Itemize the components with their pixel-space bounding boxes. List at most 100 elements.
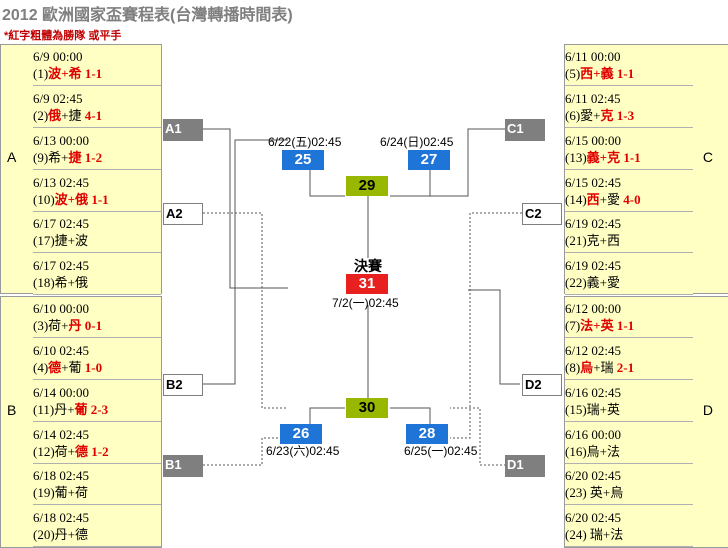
match-teams: (3)荷+丹 0-1 bbox=[33, 317, 161, 334]
match-time: 6/17 02:45 bbox=[33, 258, 89, 273]
match-time: 6/19 02:45 bbox=[565, 258, 621, 273]
match-score: 1-1 bbox=[616, 66, 635, 81]
match-teams: (15)瑞+英 bbox=[565, 401, 693, 418]
match-teams-w: 捷 bbox=[68, 150, 82, 165]
match-time: 6/20 02:45 bbox=[565, 468, 621, 483]
match-score: 1-3 bbox=[616, 108, 635, 123]
match-number: (1) bbox=[33, 66, 49, 81]
match-teams-w: 克 bbox=[600, 108, 614, 123]
match-cell: 6/17 02:45(18)希+俄 bbox=[33, 255, 161, 295]
match-plain: 葡+荷 bbox=[54, 485, 89, 500]
match-cell: 6/16 00:00(16)烏+法 bbox=[565, 424, 693, 464]
qf27-time: 6/24(日)02:45 bbox=[380, 135, 454, 149]
match-teams: (20)丹+德 bbox=[33, 526, 161, 543]
match-score: 1-2 bbox=[91, 444, 109, 459]
match-score: 2-1 bbox=[616, 360, 635, 375]
group-d-label: D bbox=[702, 402, 713, 418]
match-number: (17) bbox=[33, 233, 55, 248]
group-a-label: A bbox=[7, 149, 17, 166]
slot-a1: A1 bbox=[163, 119, 203, 141]
match-number: (5) bbox=[565, 66, 581, 81]
qf26-number: 26 bbox=[280, 424, 322, 444]
slot-c1: C1 bbox=[505, 119, 545, 141]
match-number: (23) bbox=[565, 485, 590, 500]
match-number: (20) bbox=[33, 527, 55, 542]
qf25-time: 6/22(五)02:45 bbox=[268, 135, 342, 149]
match-teams: (6)愛+克 1-3 bbox=[565, 107, 693, 124]
match-cell: 6/10 00:00(3)荷+丹 0-1 bbox=[33, 298, 161, 338]
qf28-number: 28 bbox=[406, 424, 448, 444]
match-number: (7) bbox=[565, 318, 581, 333]
match-teams: (2)俄+捷 4-1 bbox=[33, 107, 161, 124]
match-teams-r: 愛+ bbox=[580, 108, 601, 123]
match-plain: 義+愛 bbox=[586, 275, 621, 290]
match-teams: (5)西+義 1-1 bbox=[565, 65, 693, 82]
match-score: 1-1 bbox=[84, 66, 103, 81]
match-teams: 波+希 bbox=[48, 66, 82, 81]
qf25-number: 25 bbox=[282, 150, 324, 170]
match-plain: 克+西 bbox=[586, 233, 621, 248]
match-time: 6/15 02:45 bbox=[565, 175, 621, 190]
match-number: (14) bbox=[565, 192, 587, 207]
match-score: 1-1 bbox=[91, 192, 109, 207]
qf27-number: 27 bbox=[408, 150, 450, 170]
match-number: (4) bbox=[33, 360, 49, 375]
match-cell: 6/18 02:45(20)丹+德 bbox=[33, 507, 161, 547]
match-number: (11) bbox=[33, 402, 55, 417]
match-time: 6/9 00:00 bbox=[33, 49, 83, 64]
match-number: (19) bbox=[33, 485, 55, 500]
match-cell: 6/15 00:00(13)義+克 1-1 bbox=[565, 130, 693, 170]
match-teams: 波+俄 bbox=[54, 192, 89, 207]
match-time: 6/12 02:45 bbox=[565, 343, 621, 358]
match-teams: (11)丹+葡 2-3 bbox=[33, 401, 161, 418]
match-score: 1-1 bbox=[623, 150, 641, 165]
final-label: 決賽 bbox=[354, 258, 382, 274]
qf26-time: 6/23(六)02:45 bbox=[266, 444, 340, 458]
match-teams: (8)烏+瑞 2-1 bbox=[565, 359, 693, 376]
match-time: 6/16 00:00 bbox=[565, 427, 621, 442]
slot-b1: B1 bbox=[163, 455, 203, 477]
match-score: 0-1 bbox=[84, 318, 103, 333]
match-time: 6/12 00:00 bbox=[565, 301, 621, 316]
match-teams-r: 丹+ bbox=[54, 402, 75, 417]
match-teams: (7)法+英 1-1 bbox=[565, 317, 693, 334]
match-teams: (22)義+愛 bbox=[565, 274, 693, 291]
match-teams-r: 荷+ bbox=[48, 318, 69, 333]
match-teams-w: 德 bbox=[75, 444, 89, 459]
match-cell: 6/11 00:00(5)西+義 1-1 bbox=[565, 46, 693, 86]
match-plain: 捷+波 bbox=[54, 233, 89, 248]
match-score: 4-0 bbox=[623, 192, 641, 207]
match-teams: (18)希+俄 bbox=[33, 274, 161, 291]
sf29-number: 29 bbox=[346, 176, 388, 196]
final-time: 7/2(一)02:45 bbox=[332, 296, 399, 310]
group-b-panel: B bbox=[0, 296, 162, 548]
match-teams: (1)波+希 1-1 bbox=[33, 65, 161, 82]
match-time: 6/14 00:00 bbox=[33, 385, 89, 400]
match-plain: 瑞+法 bbox=[589, 527, 624, 542]
match-teams: (9)希+捷 1-2 bbox=[33, 149, 161, 166]
match-plain: 英+烏 bbox=[589, 485, 624, 500]
match-score: 1-0 bbox=[84, 360, 103, 375]
match-score: 2-3 bbox=[90, 402, 109, 417]
match-teams-w: 西 bbox=[586, 192, 600, 207]
match-plain: 瑞+英 bbox=[586, 402, 621, 417]
match-cell: 6/19 02:45(22)義+愛 bbox=[565, 255, 693, 295]
match-cell: 6/14 02:45(12)荷+德 1-2 bbox=[33, 424, 161, 464]
match-cell: 6/13 02:45(10)波+俄 1-1 bbox=[33, 172, 161, 212]
match-cell: 6/17 02:45 (17)捷+波 bbox=[33, 213, 161, 253]
final-number: 31 bbox=[346, 274, 388, 294]
match-number: (6) bbox=[565, 108, 581, 123]
match-teams-w: 葡 bbox=[74, 402, 88, 417]
match-number: (15) bbox=[565, 402, 587, 417]
match-cell: 6/20 02:45(24) 瑞+法 bbox=[565, 507, 693, 547]
group-c-label: C bbox=[702, 149, 713, 166]
match-plain: 希+俄 bbox=[54, 275, 89, 290]
match-time: 6/18 02:45 bbox=[33, 510, 89, 525]
match-teams-r: +捷 bbox=[61, 108, 82, 123]
match-time: 6/17 02:45 bbox=[33, 216, 89, 231]
match-teams: (23) 英+烏 bbox=[565, 484, 693, 501]
match-time: 6/18 02:45 bbox=[33, 468, 89, 483]
match-cell: 6/11 02:45(6)愛+克 1-3 bbox=[565, 88, 693, 128]
match-cell: 6/14 00:00(11)丹+葡 2-3 bbox=[33, 382, 161, 422]
